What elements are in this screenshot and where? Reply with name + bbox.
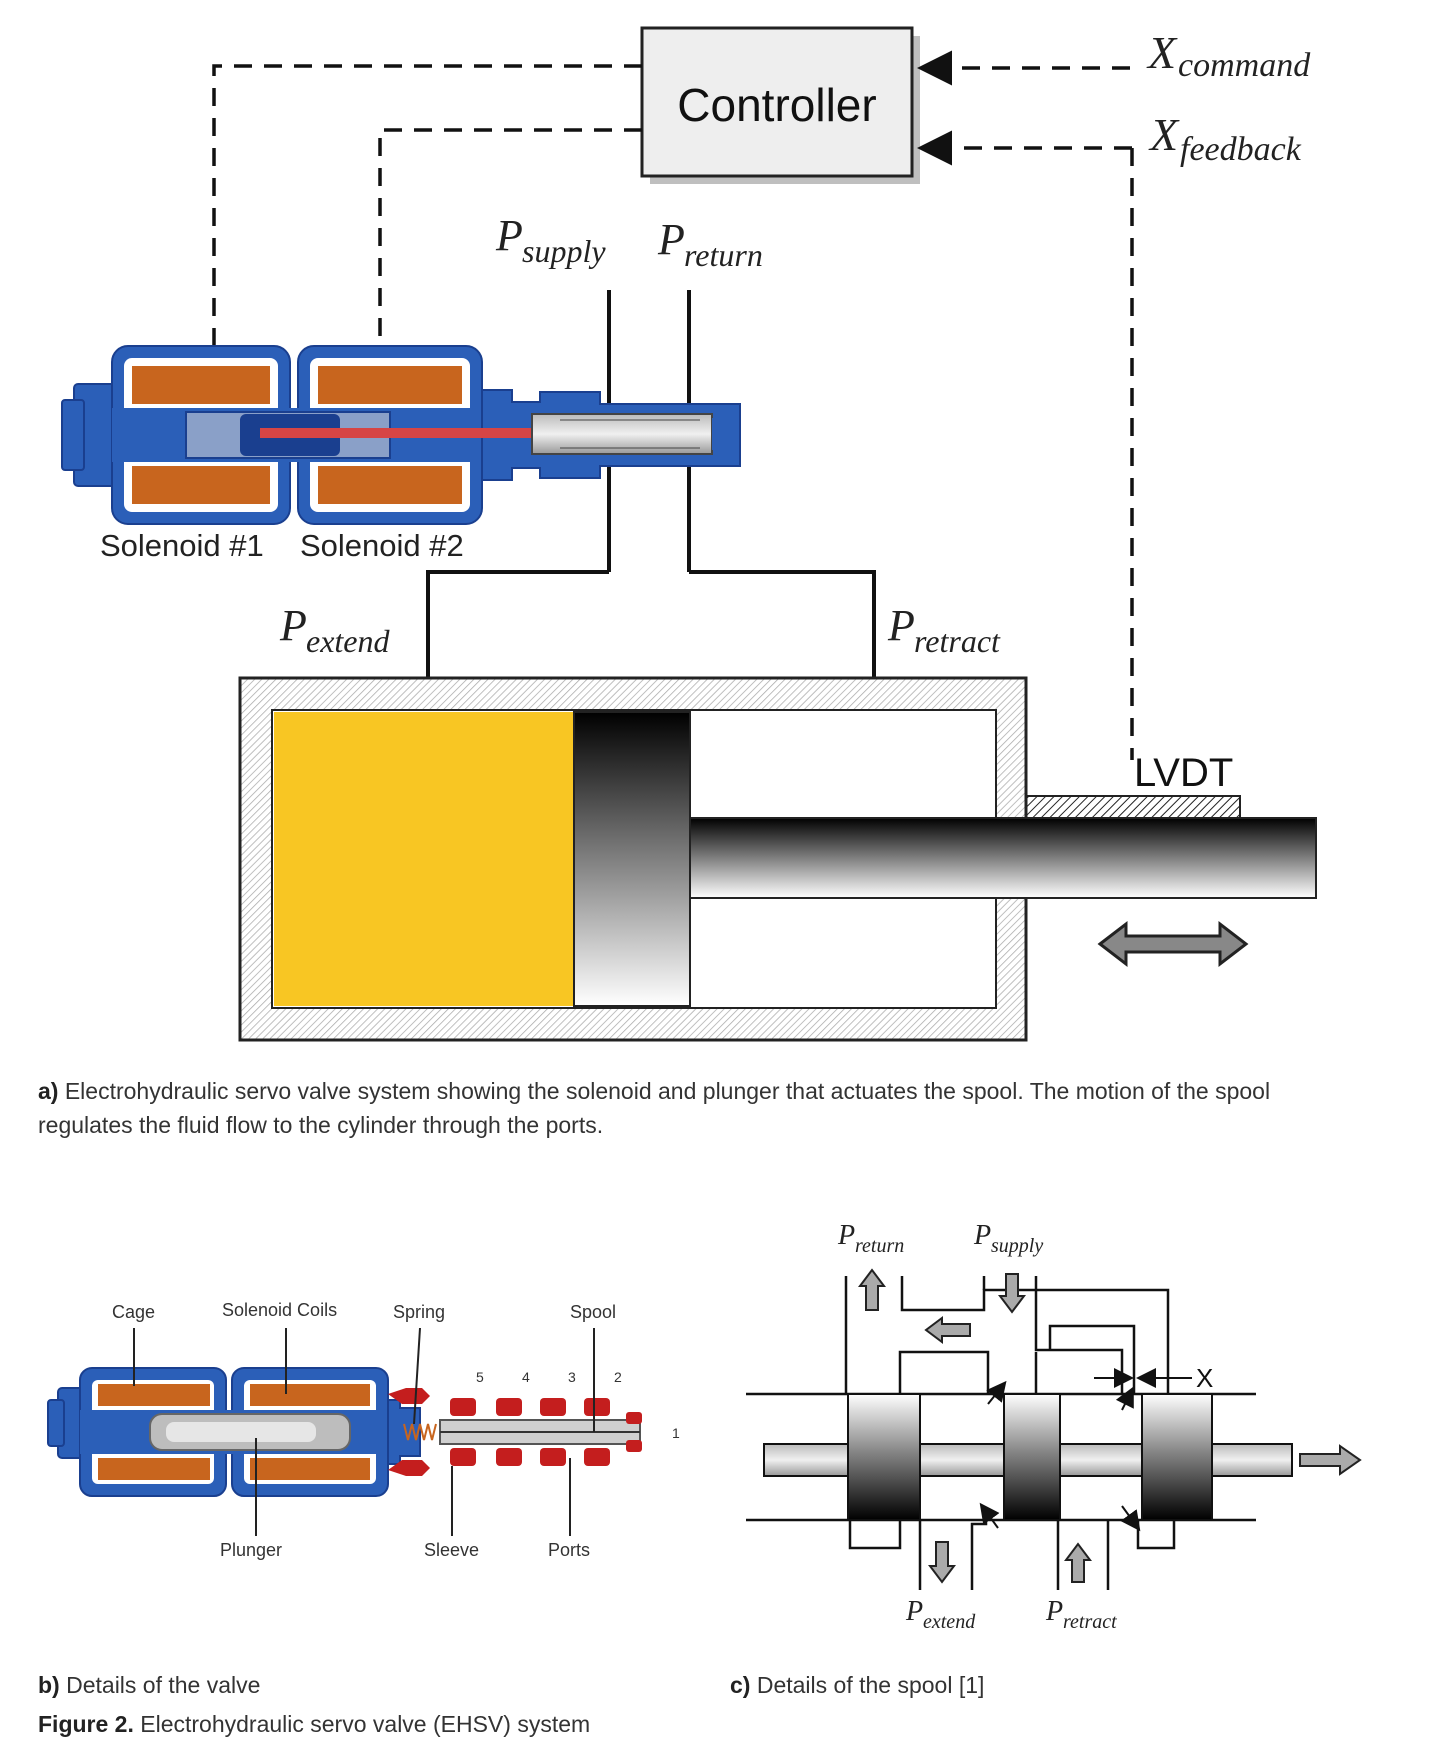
svg-text:return: return xyxy=(855,1235,904,1257)
piston xyxy=(573,711,691,1007)
controller-to-solenoid1-line xyxy=(212,64,642,345)
svg-text:extend: extend xyxy=(923,1611,976,1633)
svg-text:P: P xyxy=(887,601,915,650)
port-number-2: 2 xyxy=(614,1369,622,1385)
p-supply-label-c: P supply xyxy=(973,1220,1043,1257)
p-extend-label-c: P extend xyxy=(905,1596,976,1633)
lvdt-sensor xyxy=(1025,795,1241,819)
spool-body xyxy=(763,1393,1293,1521)
piston-rod xyxy=(689,817,1317,899)
svg-text:extend: extend xyxy=(306,623,391,659)
svg-text:supply: supply xyxy=(991,1235,1043,1257)
ports-label: Ports xyxy=(548,1540,590,1560)
svg-text:P: P xyxy=(973,1220,991,1251)
coil-2-top xyxy=(318,366,462,404)
coil-1-bottom xyxy=(132,466,270,504)
sleeve-label: Sleeve xyxy=(424,1540,479,1560)
controller-to-solenoid2-line xyxy=(378,128,642,345)
p-return-label-a: P return xyxy=(657,215,763,273)
p-return-label-c: P return xyxy=(837,1220,904,1257)
caption-b-text: Details of the valve xyxy=(66,1672,261,1698)
solenoid-valve-assembly xyxy=(61,345,741,525)
port-number-3: 3 xyxy=(568,1369,576,1385)
figure-caption: Figure 2. Electrohydraulic servo valve (… xyxy=(38,1707,590,1741)
caption-c: c) Details of the spool [1] xyxy=(730,1668,984,1702)
caption-a-letter: a) xyxy=(38,1078,59,1104)
p-retract-label-c: P retract xyxy=(1045,1596,1117,1633)
svg-text:return: return xyxy=(684,237,763,273)
svg-text:P: P xyxy=(837,1220,855,1251)
caption-a-text: Electrohydraulic servo valve system show… xyxy=(38,1078,1271,1138)
port-number-1: 1 xyxy=(672,1425,680,1441)
svg-text:command: command xyxy=(1178,47,1311,84)
extend-down-arrow-icon xyxy=(928,1541,956,1584)
signal-lines xyxy=(212,50,1134,760)
figure-title: Electrohydraulic servo valve (EHSV) syst… xyxy=(140,1711,591,1737)
solenoid-1-label: Solenoid #1 xyxy=(100,528,264,563)
caption-b: b) Details of the valve xyxy=(38,1668,260,1702)
svg-text:X: X xyxy=(1148,109,1180,160)
svg-text:P: P xyxy=(905,1596,923,1627)
hydraulic-cylinder xyxy=(238,676,1317,1042)
fluid-chamber xyxy=(274,712,574,1006)
p-extend-label-a: P extend xyxy=(279,601,391,659)
hydraulic-lines xyxy=(426,290,876,678)
port-number-4: 4 xyxy=(522,1369,530,1385)
controller-label: Controller xyxy=(677,79,876,131)
coil-1-top xyxy=(132,366,270,404)
supply-down-arrow-icon xyxy=(998,1273,1026,1314)
plunger-label: Plunger xyxy=(220,1540,282,1560)
retract-up-arrow-icon xyxy=(1064,1542,1092,1583)
spring-label: Spring xyxy=(393,1302,445,1322)
svg-text:P: P xyxy=(279,601,307,650)
svg-text:P: P xyxy=(657,215,685,264)
svg-text:retract: retract xyxy=(914,623,1001,659)
p-retract-label-a: P retract xyxy=(887,601,1001,659)
x-feedback-label: X feedback xyxy=(1148,109,1302,168)
x-command-label: X command xyxy=(1146,27,1311,84)
cage-label: Cage xyxy=(112,1302,155,1322)
svg-text:supply: supply xyxy=(522,233,606,269)
controller-box: Controller xyxy=(640,26,920,184)
svg-text:feedback: feedback xyxy=(1180,131,1302,168)
valve-detail-drawing xyxy=(47,1327,642,1536)
svg-text:P: P xyxy=(495,211,523,260)
caption-a: a) Electrohydraulic servo valve system s… xyxy=(38,1074,1358,1142)
spool-motion-arrow-icon xyxy=(1299,1444,1362,1476)
port-number-5: 5 xyxy=(476,1369,484,1385)
return-up-arrow-icon xyxy=(858,1268,886,1311)
svg-text:X: X xyxy=(1146,27,1178,78)
lvdt-label: LVDT xyxy=(1134,751,1233,795)
clearance-x-label: X xyxy=(1196,1363,1213,1393)
p-supply-label-a: P supply xyxy=(495,211,606,269)
svg-text:P: P xyxy=(1045,1596,1063,1627)
spool-label: Spool xyxy=(570,1302,616,1322)
figure-label: Figure 2. xyxy=(38,1711,134,1737)
coil-2-bottom xyxy=(318,466,462,504)
solenoid-coils-label: Solenoid Coils xyxy=(222,1300,337,1320)
caption-c-text: Details of the spool [1] xyxy=(756,1672,985,1698)
caption-b-letter: b) xyxy=(38,1672,60,1698)
motion-double-arrow-icon xyxy=(1097,920,1249,968)
caption-c-letter: c) xyxy=(730,1672,751,1698)
solenoid-2-label: Solenoid #2 xyxy=(300,528,464,563)
flow-left-arrow-icon xyxy=(924,1316,971,1344)
svg-text:retract: retract xyxy=(1063,1611,1117,1633)
